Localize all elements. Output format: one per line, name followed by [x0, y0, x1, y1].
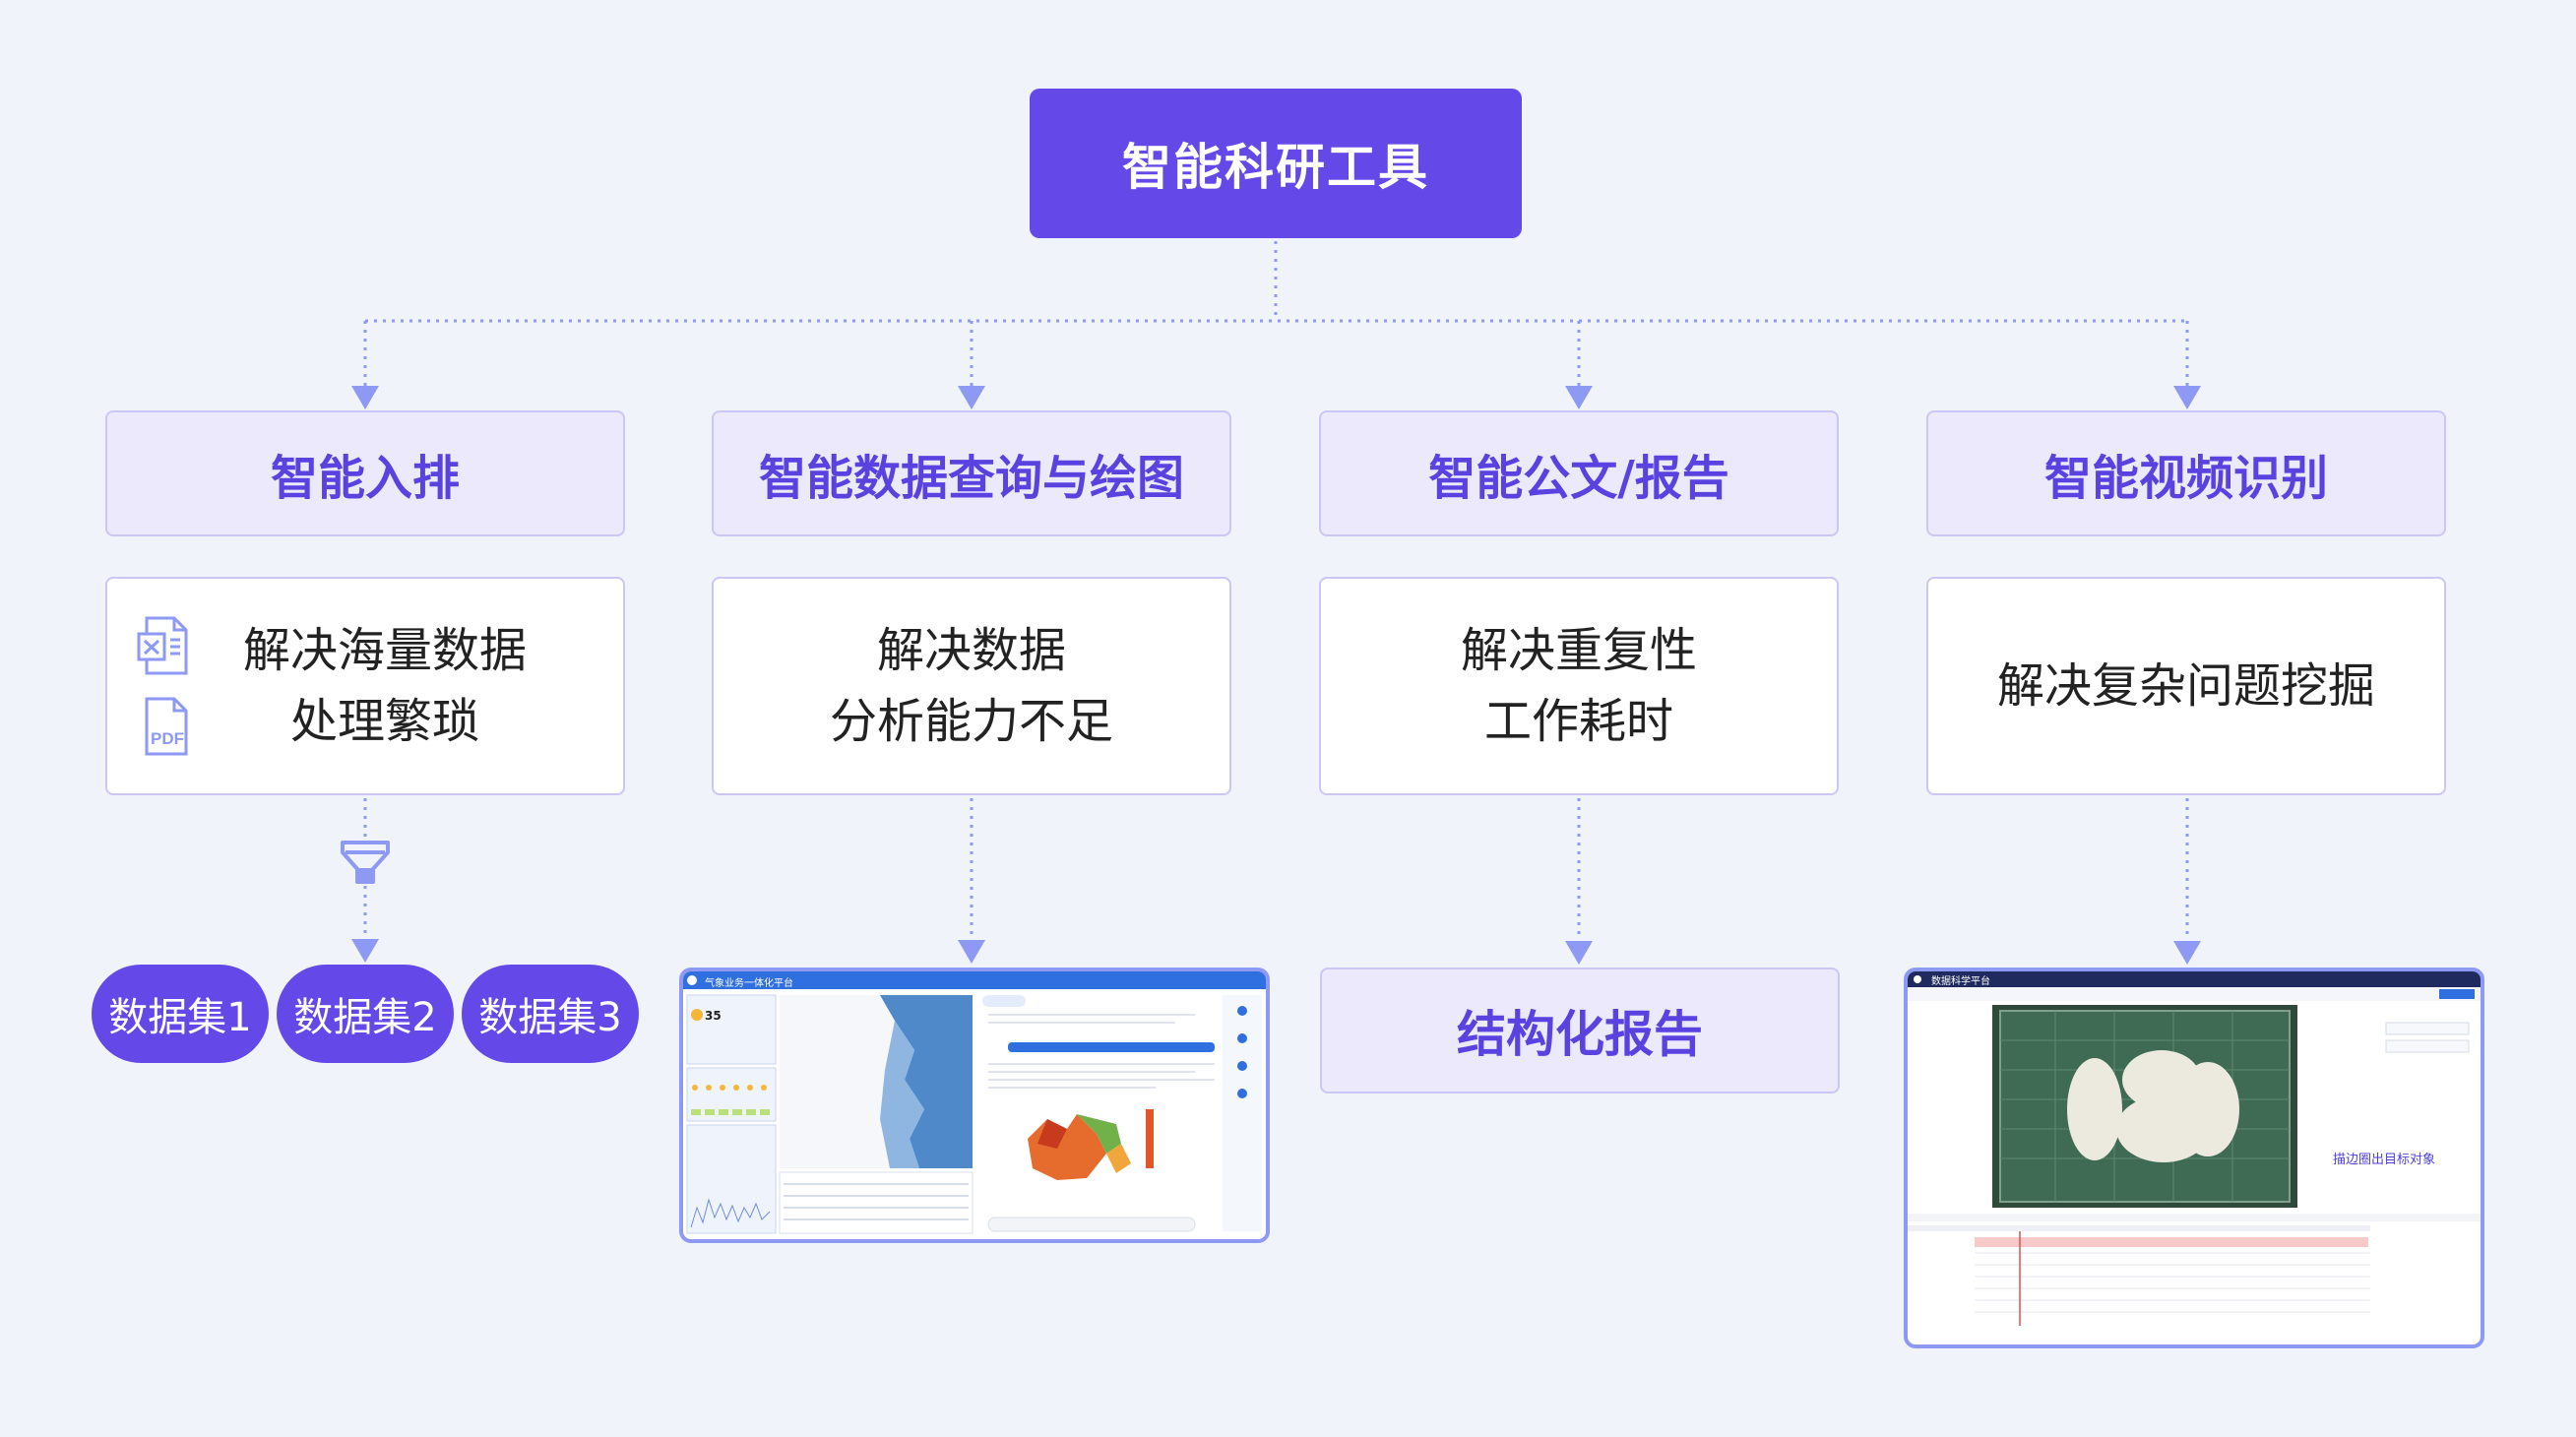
video-recognition-screenshot: 数据科学平台 描边圈出目标对象: [1904, 968, 2484, 1348]
arrow-head: [351, 386, 379, 409]
category-data-query: 智能数据查询与绘图: [712, 410, 1231, 536]
video-recognition-thumbnail: [1908, 971, 2481, 1326]
funnel-icon: [341, 841, 390, 884]
desc-smart-screening: 解决海量数据 处理繁琐: [105, 577, 625, 795]
file-icons: PDF: [137, 616, 188, 756]
root-title: 智能科研工具: [1122, 139, 1429, 196]
desc-line: 解决数据: [876, 623, 1066, 678]
category-title: 智能入排: [270, 451, 460, 506]
weather-platform-screenshot: 35: [679, 968, 1270, 1243]
desc-line: 工作耗时: [1483, 694, 1673, 749]
excel-file-icon: [137, 616, 188, 675]
desc-document-report: 解决重复性 工作耗时: [1319, 577, 1839, 795]
svg-text:35: 35: [705, 1009, 722, 1023]
arrow-head: [2173, 386, 2201, 409]
category-title: 智能公文/报告: [1428, 451, 1729, 506]
desc-line: 解决重复性: [1460, 623, 1697, 678]
video-platform-title: 数据科学平台: [1931, 976, 1990, 987]
target-annotation-label: 描边圈出目标对象: [2333, 1153, 2436, 1167]
desc-data-query: 解决数据 分析能力不足: [712, 577, 1231, 795]
category-document-report: 智能公文/报告: [1319, 410, 1839, 536]
structured-report-node: 结构化报告: [1320, 968, 1840, 1093]
output-title: 结构化报告: [1457, 1006, 1703, 1063]
dataset-label: 数据集3: [478, 995, 622, 1040]
desc-line: 解决复杂问题挖掘: [1996, 658, 2375, 714]
dataset-label: 数据集2: [293, 995, 437, 1040]
dataset-2: 数据集2: [277, 965, 454, 1063]
arrow-head: [958, 386, 985, 409]
arrow-head: [351, 939, 379, 963]
weather-platform-title: 气象业务一体化平台: [705, 978, 793, 989]
category-title: 智能视频识别: [2043, 451, 2328, 506]
svg-text:PDF: PDF: [151, 729, 184, 748]
category-title: 智能数据查询与绘图: [758, 451, 1184, 506]
pdf-file-icon: [145, 697, 188, 756]
arrow-head: [2173, 941, 2201, 965]
desc-line: 处理繁琐: [289, 694, 479, 749]
dataset-3: 数据集3: [462, 965, 639, 1063]
rat: [2067, 1050, 2239, 1162]
root-node: 智能科研工具: [1030, 89, 1522, 238]
desc-line: 解决海量数据: [242, 623, 527, 678]
arrow-head: [1565, 386, 1593, 409]
category-smart-screening: 智能入排: [105, 410, 625, 536]
dataset-1: 数据集1: [92, 965, 269, 1063]
weather-platform-thumbnail: 35: [683, 971, 1266, 1239]
arrow-head: [1565, 941, 1593, 965]
desc-video-recognition: 解决复杂问题挖掘: [1926, 577, 2446, 795]
dataset-label: 数据集1: [108, 995, 252, 1040]
desc-line: 分析能力不足: [829, 694, 1113, 749]
category-video-recognition: 智能视频识别: [1926, 410, 2446, 536]
arrow-head: [958, 940, 985, 964]
